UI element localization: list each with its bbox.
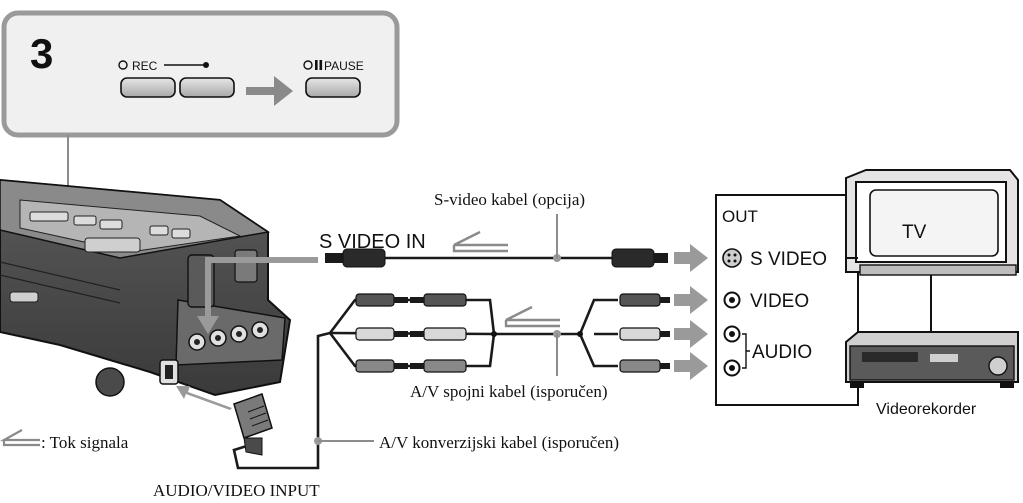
audio-r-output-arrow-icon	[674, 352, 708, 380]
step-arrow-icon	[246, 76, 293, 106]
vcr-output-panel: OUT S VIDEO VIDEO AUDIO	[715, 194, 859, 406]
vcr-svideo-label: S VIDEO	[750, 249, 827, 270]
signal-flow-arrow-top-icon	[452, 230, 508, 253]
pause-icon	[315, 60, 318, 70]
svideo-jack-icon	[722, 248, 742, 268]
av-conversion-cable-label: A/V konverzijski kabel (isporučen)	[379, 433, 619, 452]
audio-input-arrow-icon	[176, 386, 232, 410]
step-panel: 3 REC PAUSE	[1, 10, 400, 218]
vcr-out-label: OUT	[722, 207, 758, 226]
pause-button[interactable]	[305, 77, 361, 98]
signal-flow-legend-label: : Tok signala	[41, 433, 129, 452]
pause-indicator-icon	[303, 60, 313, 70]
video-jack-icon	[723, 291, 741, 309]
rec-dot-icon	[203, 62, 209, 68]
tv-label: TV	[902, 222, 927, 243]
video-output-arrow-icon	[674, 286, 708, 314]
rec-indicator-icon	[118, 60, 128, 70]
audio-bracket	[742, 333, 750, 369]
rec-button-left[interactable]	[120, 77, 176, 98]
svideo-in-label: S VIDEO IN	[319, 231, 426, 253]
vcr-audio-label: AUDIO	[752, 342, 812, 363]
output-arrows	[674, 244, 708, 380]
audio-jack-l-icon	[723, 325, 741, 343]
signal-flow-legend-icon	[0, 429, 40, 447]
vcr-unit	[845, 331, 1019, 388]
camcorder	[0, 178, 292, 397]
av-cable-label: A/V spojni kabel (isporučen)	[410, 382, 608, 401]
av-conversion-cable	[232, 331, 331, 470]
step-number: 3	[30, 30, 53, 77]
signal-flow-arrow-middle-icon	[504, 305, 560, 328]
audio-jack-r-icon	[723, 359, 741, 377]
audio-video-input-label: AUDIO/VIDEO INPUT	[153, 481, 320, 500]
tv: TV	[845, 169, 1019, 342]
rec-button-right[interactable]	[179, 77, 235, 98]
svideo-input-arrow-icon	[197, 257, 318, 334]
pause-icon-bar	[319, 60, 323, 70]
rec-label: REC	[132, 59, 158, 73]
vcr-video-label: VIDEO	[750, 291, 809, 312]
svideo-cable	[325, 248, 668, 268]
av-cable	[328, 293, 670, 373]
vcr-label: Videorekorder	[876, 401, 977, 418]
svideo-cable-label: S-video kabel (opcija)	[434, 190, 585, 209]
pause-label: PAUSE	[324, 59, 364, 73]
audio-l-output-arrow-icon	[674, 320, 708, 348]
svideo-output-arrow-icon	[674, 244, 708, 272]
